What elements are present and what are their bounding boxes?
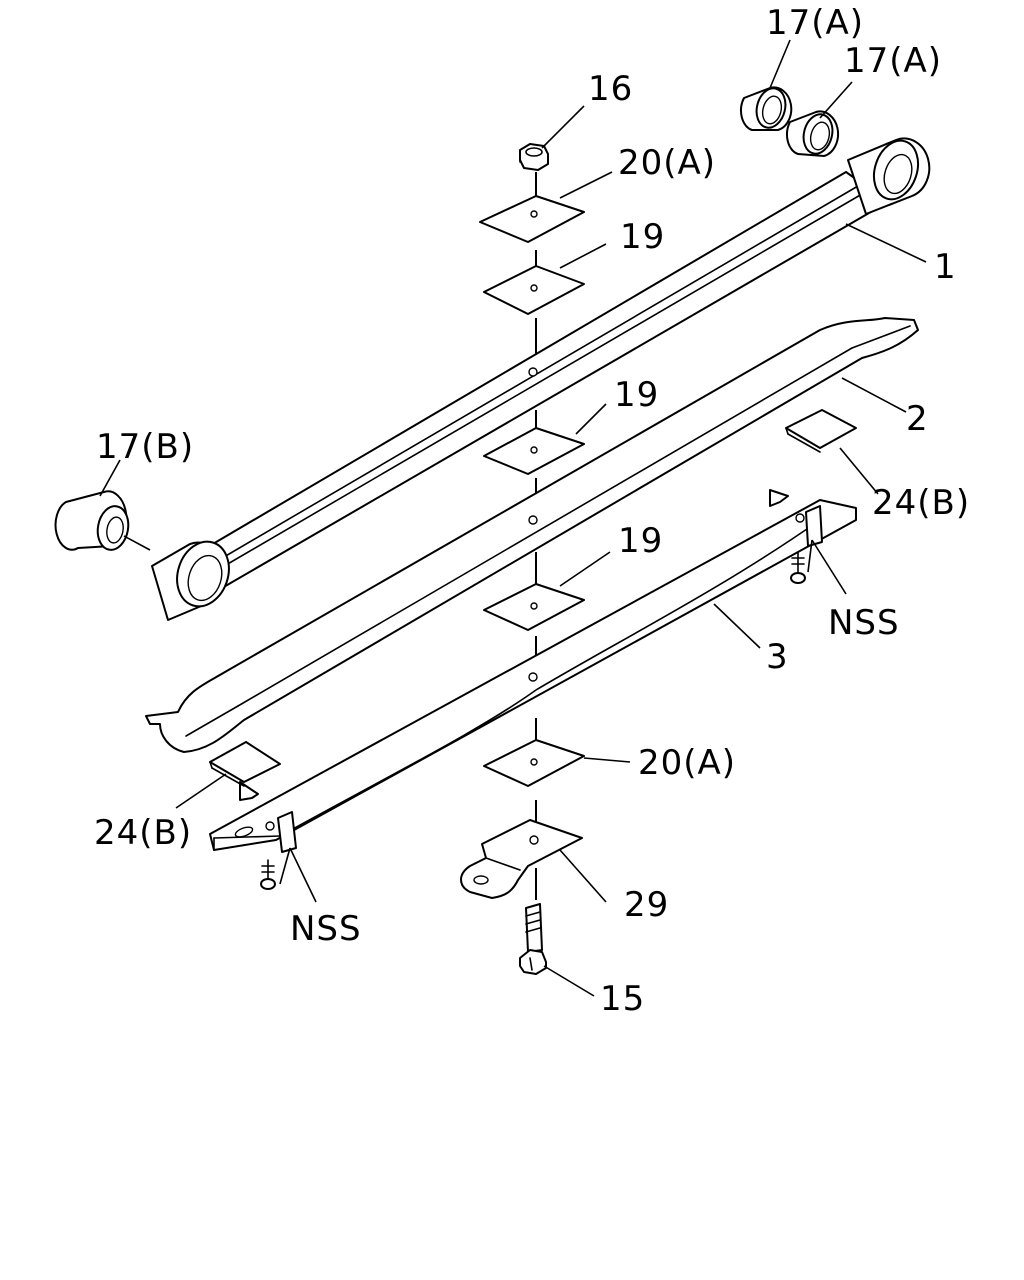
label-2: 2 xyxy=(906,399,929,439)
label-20a-top: 20(A) xyxy=(618,143,716,183)
plate-20a-bottom xyxy=(483,739,585,787)
pad-19-lower xyxy=(483,583,585,631)
bolt-15 xyxy=(519,903,547,975)
label-20a-bottom: 20(A) xyxy=(638,743,736,783)
leaf-spring-1 xyxy=(151,137,931,621)
pad-19-middle xyxy=(483,427,585,475)
nss-screw-left xyxy=(260,859,276,890)
label-24b-left: 24(B) xyxy=(94,813,192,853)
label-17a-second: 17(A) xyxy=(844,41,942,81)
bracket-29 xyxy=(460,819,583,899)
bushing-17b xyxy=(54,490,151,551)
callout-labels: 17(A) 17(A) 16 20(A) 19 1 19 2 17(B) 24(… xyxy=(94,3,970,1019)
nut-16 xyxy=(519,143,549,171)
bushing-17a-second xyxy=(785,110,840,157)
label-19-lower: 19 xyxy=(618,521,663,561)
label-17b: 17(B) xyxy=(96,427,194,467)
label-19-top: 19 xyxy=(620,217,665,257)
pad-19-top xyxy=(483,265,585,315)
plate-20a-top xyxy=(479,195,585,243)
label-1: 1 xyxy=(934,247,957,287)
label-29: 29 xyxy=(624,885,669,925)
label-3: 3 xyxy=(766,637,789,677)
label-19-middle: 19 xyxy=(614,375,659,415)
label-24b-right: 24(B) xyxy=(872,483,970,523)
leaf-spring-3 xyxy=(209,489,857,853)
bushing-17a-first xyxy=(739,86,793,131)
liner-24b-left xyxy=(209,741,281,787)
label-nss-left: NSS xyxy=(290,909,362,949)
label-17a-top: 17(A) xyxy=(766,3,864,43)
label-nss-right: NSS xyxy=(828,603,900,643)
leaf-spring-2 xyxy=(145,317,919,753)
liner-24b-right xyxy=(785,409,857,453)
leader-lines xyxy=(99,39,927,997)
nss-screw-right xyxy=(790,551,806,584)
label-15: 15 xyxy=(600,979,645,1019)
label-16: 16 xyxy=(588,69,633,109)
